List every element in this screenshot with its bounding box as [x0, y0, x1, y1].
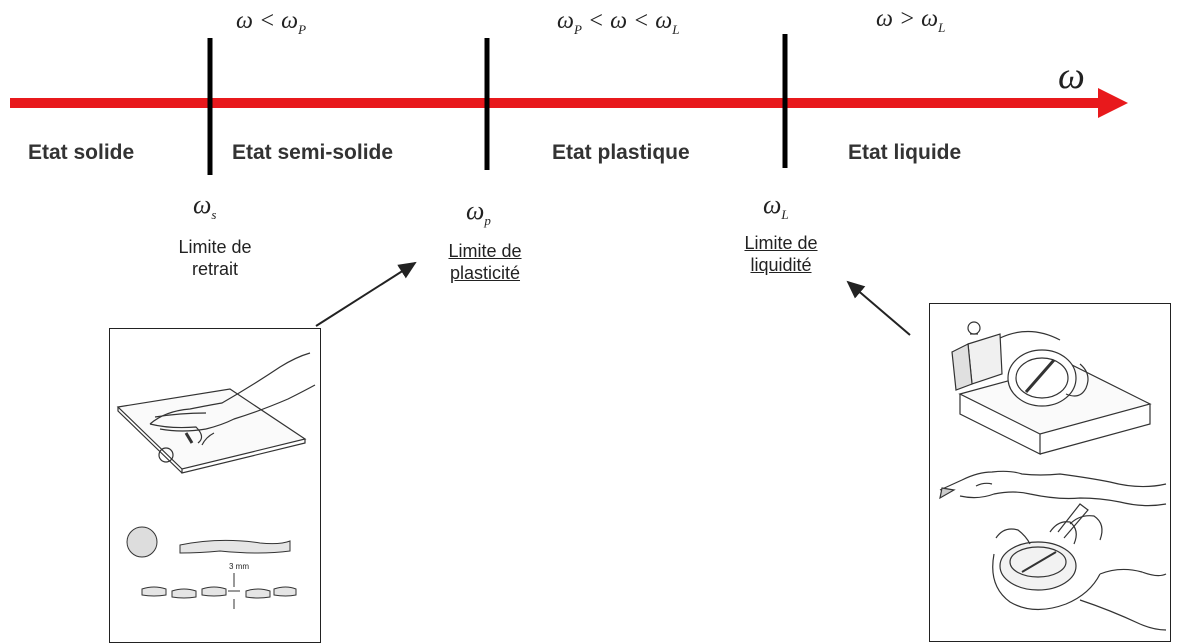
plastic-limit-label: Limite de plasticité	[448, 241, 522, 283]
inequality-plastic: ωP < ω < ωL	[557, 8, 680, 37]
inequality-liquid: ω > ωL	[876, 6, 946, 35]
axis-symbol: ω	[1058, 55, 1085, 97]
axis-arrowhead	[1098, 88, 1128, 118]
liquid-limit-pointer	[846, 280, 911, 336]
state-plastic: Etat plastique	[552, 141, 690, 164]
liquid-limit-symbol: ωL	[763, 190, 789, 223]
thread-diameter-label: 3 mm	[229, 562, 249, 571]
plastic-limit-symbol: ωp	[466, 196, 491, 229]
inequality-semisolid: ω < ωP	[236, 8, 307, 37]
state-solid: Etat solide	[28, 141, 135, 164]
liquid-limit-illustration	[929, 303, 1171, 642]
plastic-limit-pointer	[315, 261, 417, 327]
thread-rolling-drawing: 3 mm	[116, 352, 316, 609]
state-liquid: Etat liquide	[848, 141, 962, 164]
casagrande-cup-drawing	[939, 321, 1167, 631]
plastic-limit-illustration: 3 mm	[109, 328, 321, 643]
state-semi-solid: Etat semi-solide	[232, 141, 394, 164]
shrinkage-limit-label: Limite de retrait	[178, 237, 252, 279]
shrinkage-limit-symbol: ωs	[193, 190, 217, 223]
liquid-limit-label: Limite de liquidité	[744, 233, 818, 275]
